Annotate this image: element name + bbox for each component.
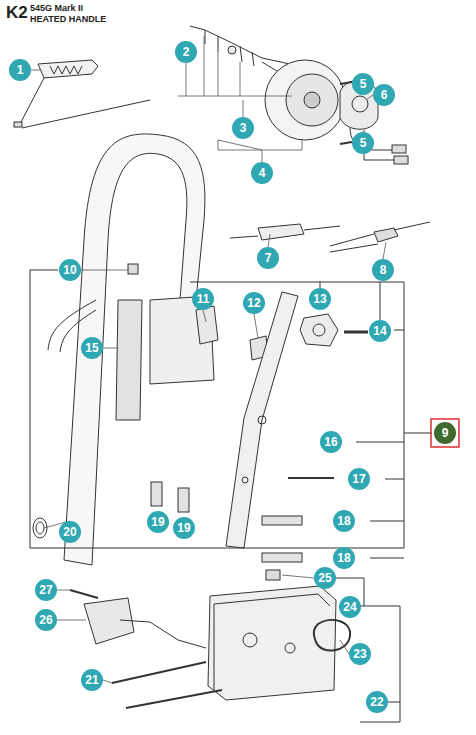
callout-number: 26 bbox=[35, 609, 57, 631]
callout-number: 24 bbox=[339, 596, 361, 618]
callout-number: 10 bbox=[59, 259, 81, 281]
callout-number: 18 bbox=[333, 510, 355, 532]
callout-number: 5 bbox=[352, 132, 374, 154]
callout-number: 2 bbox=[175, 41, 197, 63]
callout-number: 8 bbox=[372, 259, 394, 281]
callout-number: 22 bbox=[366, 691, 388, 713]
callout-number: 27 bbox=[35, 579, 57, 601]
section-title: HEATED HANDLE bbox=[30, 14, 106, 24]
callout-number: 3 bbox=[232, 117, 254, 139]
callout-number: 25 bbox=[314, 567, 336, 589]
callout-number: 12 bbox=[243, 292, 265, 314]
callout-number: 16 bbox=[320, 431, 342, 453]
figure-code: K2 bbox=[6, 4, 28, 21]
callout-number: 15 bbox=[81, 337, 103, 359]
callout-number: 1 bbox=[9, 59, 31, 81]
callout-number: 14 bbox=[369, 320, 391, 342]
callout-number: 13 bbox=[309, 288, 331, 310]
callout-number: 6 bbox=[373, 84, 395, 106]
callout-number: 23 bbox=[349, 643, 371, 665]
callout-number: 19 bbox=[173, 517, 195, 539]
callout-number: 17 bbox=[348, 468, 370, 490]
callout-number: 5 bbox=[352, 73, 374, 95]
callout-number: 18 bbox=[333, 547, 355, 569]
callout-number: 19 bbox=[147, 511, 169, 533]
model-name: 545G Mark II bbox=[30, 3, 83, 13]
callout-number: 11 bbox=[192, 288, 214, 310]
callout-number: 7 bbox=[257, 247, 279, 269]
group-callout: 9 bbox=[434, 422, 456, 444]
callout-number: 20 bbox=[59, 521, 81, 543]
callout-number: 21 bbox=[81, 669, 103, 691]
callout-number: 4 bbox=[251, 162, 273, 184]
